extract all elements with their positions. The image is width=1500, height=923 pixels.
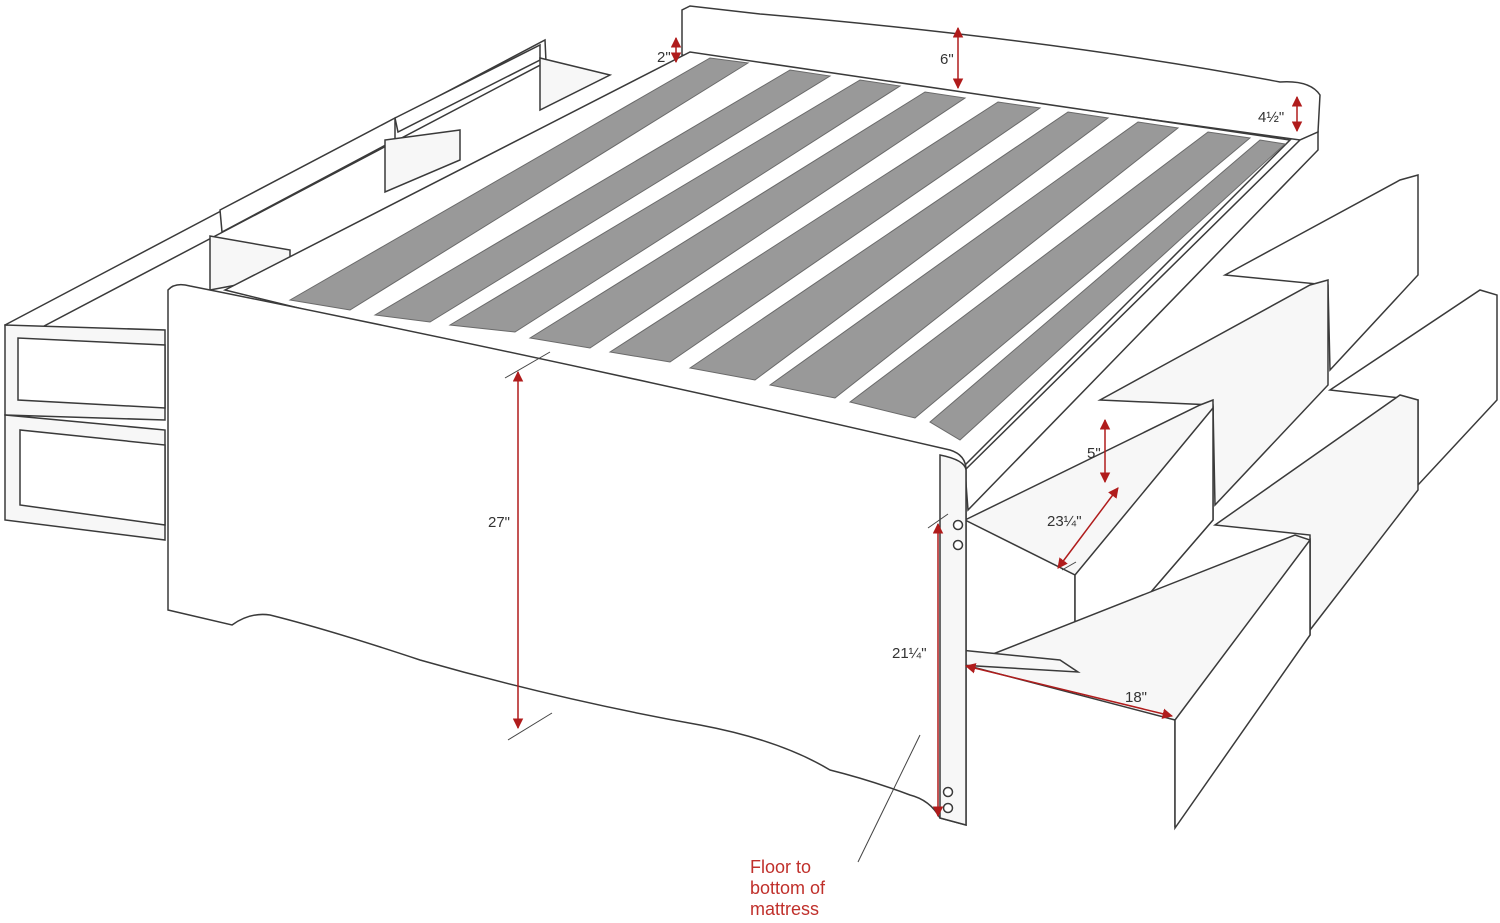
dim-mattress-height: 21¼" <box>892 645 927 662</box>
caption-line-1: Floor to <box>750 857 811 877</box>
caption-line-3: mattress <box>750 899 819 918</box>
slat <box>448 79 902 333</box>
headboard <box>681 5 1321 141</box>
slat <box>288 57 750 311</box>
footboard <box>167 283 967 826</box>
slat-platform <box>222 51 1292 471</box>
dim-drawer-depth: 5" <box>1087 445 1101 462</box>
slat <box>929 139 1287 441</box>
dim-side-rail: 4½" <box>1258 109 1284 126</box>
slat <box>848 131 1252 419</box>
caption-line-2: bottom of <box>750 878 826 898</box>
slat <box>688 111 1110 381</box>
dimension-lines <box>512 26 1303 818</box>
bolt-icon <box>952 539 964 551</box>
slat <box>768 121 1180 399</box>
dim-headboard-height: 6" <box>940 51 954 68</box>
dim-drawer-length: 23¼" <box>1047 513 1082 530</box>
bolt-icon <box>952 519 964 531</box>
slat <box>373 69 832 323</box>
bolt-icon <box>942 786 954 798</box>
dim-footboard-height: 27" <box>488 514 510 531</box>
bolt-icon <box>942 802 954 814</box>
leader-lines <box>504 351 1077 863</box>
slat <box>608 101 1042 363</box>
dim-headboard-top: 2" <box>657 49 671 66</box>
left-storage-side <box>4 38 613 541</box>
dim-drawer-width: 18" <box>1125 689 1147 706</box>
caption: Floor to bottom of mattress <box>750 857 826 919</box>
slat <box>528 91 967 349</box>
drawer-bottom-middle <box>1212 394 1419 633</box>
